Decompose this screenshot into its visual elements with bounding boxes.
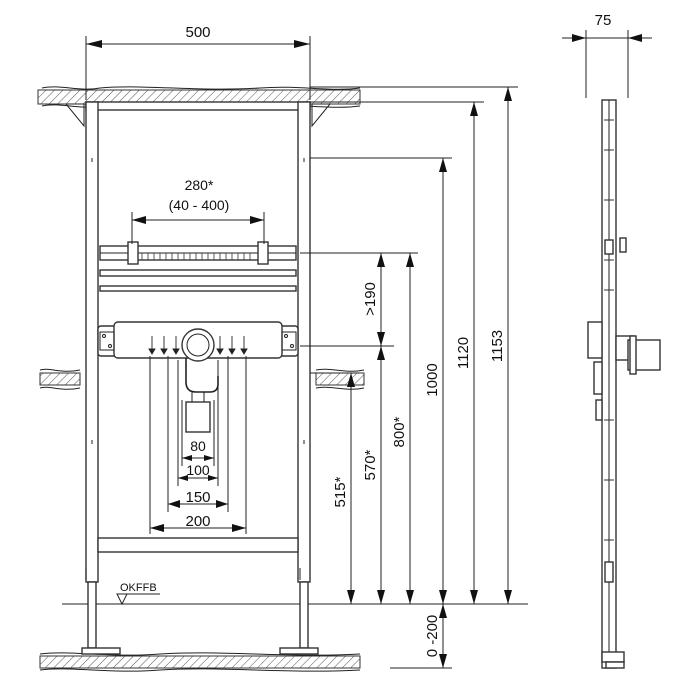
wall-section-right [315,368,365,390]
dimension-280-label: 280* [185,177,214,193]
dimension-1000-label: 1000 [424,363,441,396]
dimension-span-280: 280* (40 - 400) [131,177,265,244]
dimension-150-label: 150 [185,489,210,506]
dimension-height-570: 570* [362,346,385,604]
dimension-height-1120: 1120 [455,102,478,604]
dimension-0-200-label: 0 -200 [424,615,441,658]
dimension-515-label: 515* [332,476,349,507]
dimension-height-1153: 1153 [489,87,512,604]
supply-connection-arrows [148,336,248,355]
dimension-100-label: 100 [186,462,210,478]
dimension-75-label: 75 [595,12,612,29]
dimension-80-label: 80 [190,438,206,454]
dimension-depth-75: 75 [562,12,652,98]
dimension-200-label: 200 [185,513,210,530]
dimension-adjust-0-200: 0 -200 [424,604,447,668]
dimension-width-80: 80 [181,400,215,466]
dimension-height-515: 515* [332,373,355,604]
floor-slab [39,652,361,672]
dimension-1120-label: 1120 [455,337,472,369]
frame-front-view [64,101,332,655]
dimension-500-label: 500 [185,24,210,41]
dimension-height-190: >190 [362,253,385,346]
frame-side-view [587,99,661,669]
dimension-width-500: 500 [85,24,311,100]
dimension-height-1000: 1000 [424,158,447,604]
floor-level-marker: OKFFB [116,582,160,606]
dimension-width-100: 100 [177,360,219,486]
dimension-width-200: 200 [149,356,247,534]
wall-section-left [39,368,81,390]
dimension-1153-label: 1153 [489,330,506,362]
dimension-height-800: 800* [391,253,414,604]
dimension-570-label: 570* [362,449,379,480]
dimension-190-label: >190 [362,282,379,316]
dimension-800-label: 800* [391,416,408,447]
dimension-280-range-label: (40 - 400) [169,197,230,213]
floor-level-label: OKFFB [120,582,157,594]
dimension-width-150: 150 [167,356,229,512]
